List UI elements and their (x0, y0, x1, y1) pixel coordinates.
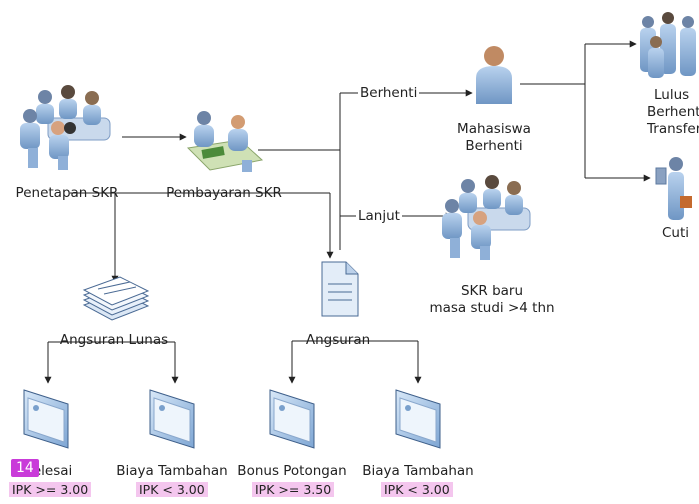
leave-person-icon (655, 157, 692, 220)
label-skr-baru: SKR baru (460, 283, 524, 299)
leaf-condition-2: IPK < 3.00 (136, 482, 208, 497)
edge-label-lanjut: Lanjut (356, 208, 402, 224)
label-masa-studi: masa studi >4 thn (429, 300, 555, 316)
document-icon (321, 261, 359, 317)
label-lulus-berhenti: Berhenti (647, 104, 699, 120)
leaf-label-2: Biaya Tambahan (116, 463, 228, 479)
page-badge: 14 (11, 459, 39, 477)
label-lulus: Lulus (654, 87, 690, 103)
meeting-group-icon (20, 85, 111, 170)
label-mahasiswa: Mahasiswa (457, 121, 531, 137)
new-meeting-group-icon (442, 175, 531, 260)
payment-desk-icon (186, 111, 264, 172)
graduate-group-icon (640, 12, 696, 78)
label-angsuran-lunas: Angsuran Lunas (59, 332, 169, 348)
label-lulus-transfer: Transfer (647, 121, 699, 137)
leaf-label-3: Bonus Potongan (237, 463, 347, 479)
paper-stack-icon (82, 276, 150, 321)
connectors (44, 40, 651, 384)
screen-icon-2 (149, 389, 195, 449)
label-penetapan-skr: Penetapan SKR (15, 185, 119, 201)
label-angsuran: Angsuran (305, 332, 371, 348)
screen-icon-4 (395, 389, 441, 449)
label-cuti: Cuti (662, 225, 690, 241)
edge-label-berhenti: Berhenti (358, 85, 420, 101)
leaf-condition-3: IPK >= 3.50 (252, 482, 335, 497)
screen-icon-1 (23, 389, 69, 449)
label-mahasiswa-berhenti: Berhenti (465, 138, 523, 154)
leaf-label-4: Biaya Tambahan (362, 463, 474, 479)
leaf-condition-4: IPK < 3.00 (381, 482, 453, 497)
student-person-icon (476, 46, 512, 104)
screen-icon-3 (269, 389, 315, 449)
label-pembayaran-skr: Pembayaran SKR (166, 185, 282, 201)
leaf-condition-1: IPK >= 3.00 (9, 482, 92, 497)
